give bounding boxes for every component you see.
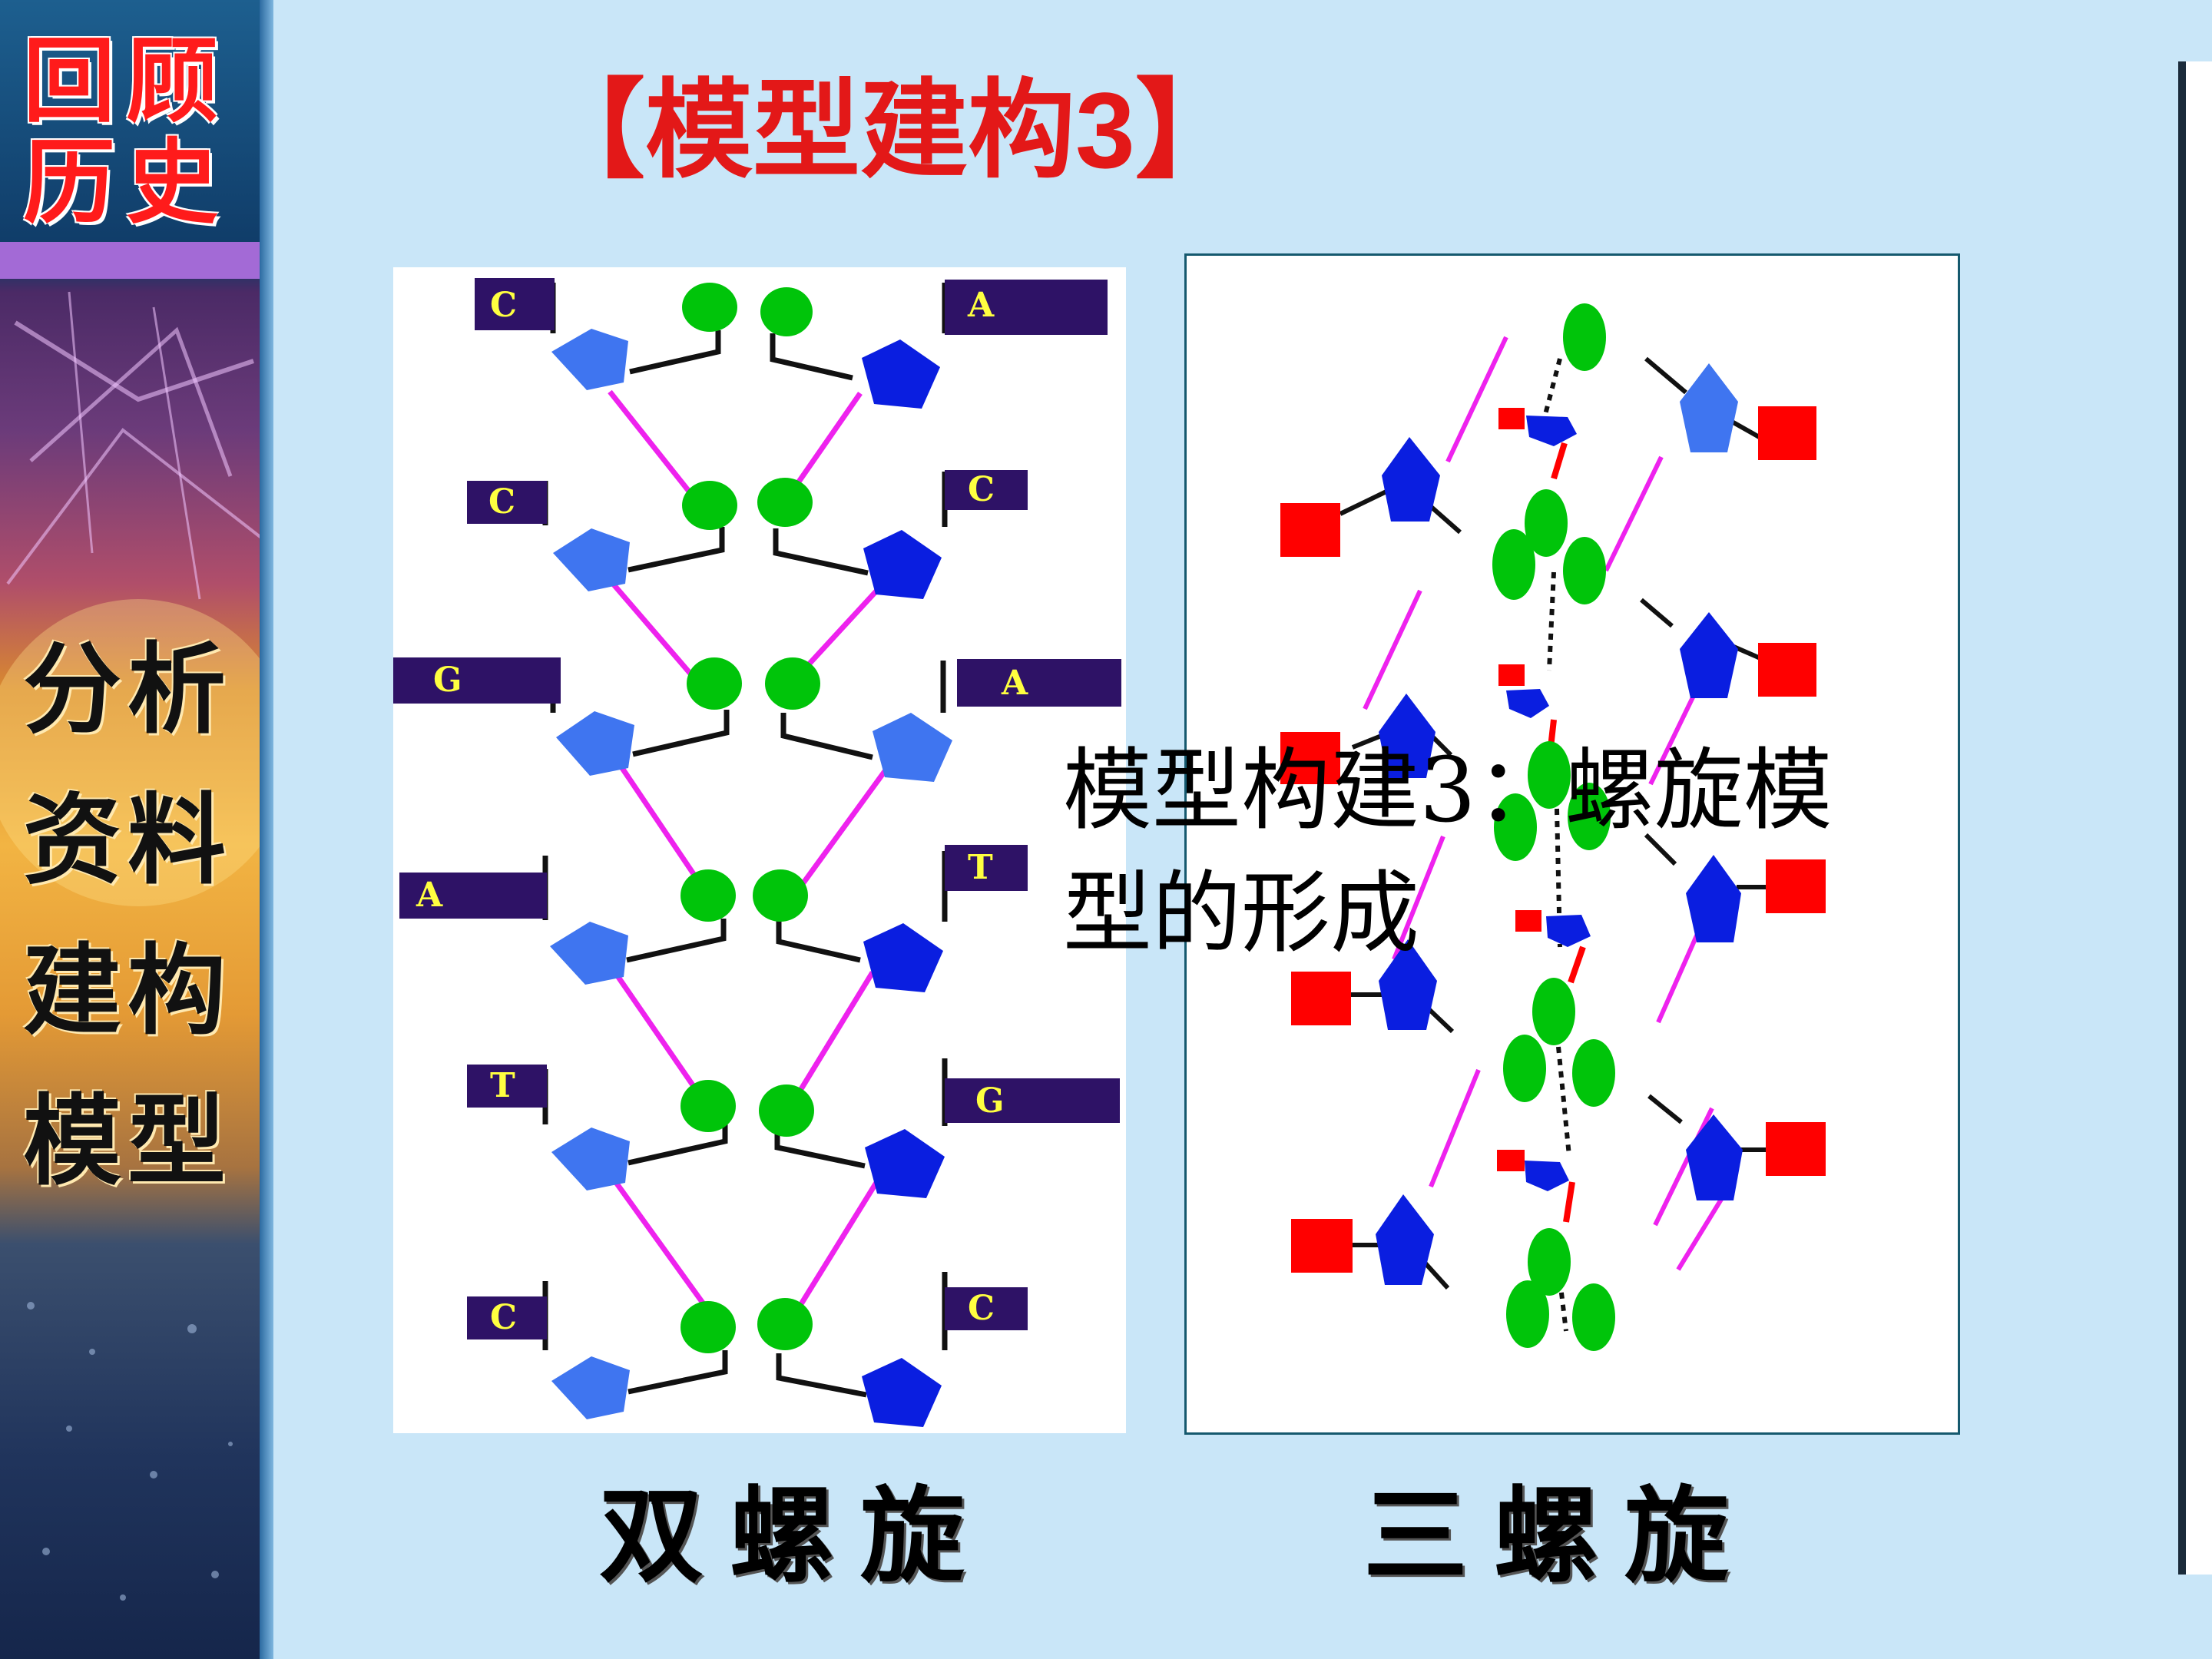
sidebar-light-streaks — [6, 291, 263, 600]
left-base-5: T — [490, 1066, 515, 1105]
left-base-6: C — [490, 1298, 517, 1337]
triple-helix-sugars — [1376, 363, 1743, 1285]
double-helix-backbone — [608, 389, 887, 1313]
sidebar-rim — [260, 0, 273, 1659]
sidebar-artwork — [0, 291, 270, 1601]
left-base-2: C — [488, 482, 515, 522]
double-helix-phosphates — [680, 283, 820, 1353]
left-base-1: C — [490, 286, 517, 325]
right-base-6: C — [968, 1289, 995, 1328]
right-base-3: A — [1001, 664, 1028, 703]
double-helix-diagram: C C G A T C A C A T G C — [393, 278, 1121, 1427]
left-base-4: A — [416, 876, 443, 915]
triple-helix-panel — [1184, 253, 1960, 1435]
double-helix-connectors — [542, 283, 948, 1398]
sidebar: 回顾历史 分析资料建构模型 — [0, 0, 270, 1659]
double-helix-sugars-left — [550, 329, 634, 1419]
right-base-5: G — [975, 1081, 1005, 1121]
double-helix-sugars-right — [862, 339, 952, 1427]
triple-helix-red-bonds — [1548, 442, 1586, 1223]
slide-title: 【模型建构3】 — [538, 70, 1243, 190]
sidebar-nav-analyze-build-model[interactable]: 分析资料建构模型 — [23, 632, 233, 1199]
right-base-1: A — [967, 286, 995, 325]
triple-helix-base-squares — [1280, 406, 1826, 1273]
triple-helix-phosphates — [1492, 303, 1615, 1351]
sidebar-glow — [0, 599, 270, 906]
triple-helix-caption: 三螺旋 — [1363, 1475, 1755, 1598]
double-helix-caption: 双螺旋 — [599, 1475, 991, 1598]
right-base-4: T — [968, 848, 993, 887]
triple-helix-diagram — [1280, 303, 1826, 1351]
double-helix-panel: C C G A T C A C A T G C — [393, 267, 1126, 1433]
triple-helix-small-sugars — [1506, 416, 1591, 1191]
sidebar-band — [0, 242, 270, 279]
right-edge-bar — [2178, 61, 2212, 1575]
left-base-3: G — [433, 661, 462, 700]
double-helix-base-letters: C C G A T C A C A T G C — [416, 286, 1028, 1337]
sidebar-stars — [27, 1302, 233, 1601]
helix-formation-note: 模型构建3：螺旋模型的形成 — [1063, 739, 1833, 965]
double-helix-base-tags — [393, 278, 1121, 1339]
right-base-2: C — [968, 470, 995, 509]
sidebar-nav-review-history[interactable]: 回顾历史 — [23, 27, 229, 237]
